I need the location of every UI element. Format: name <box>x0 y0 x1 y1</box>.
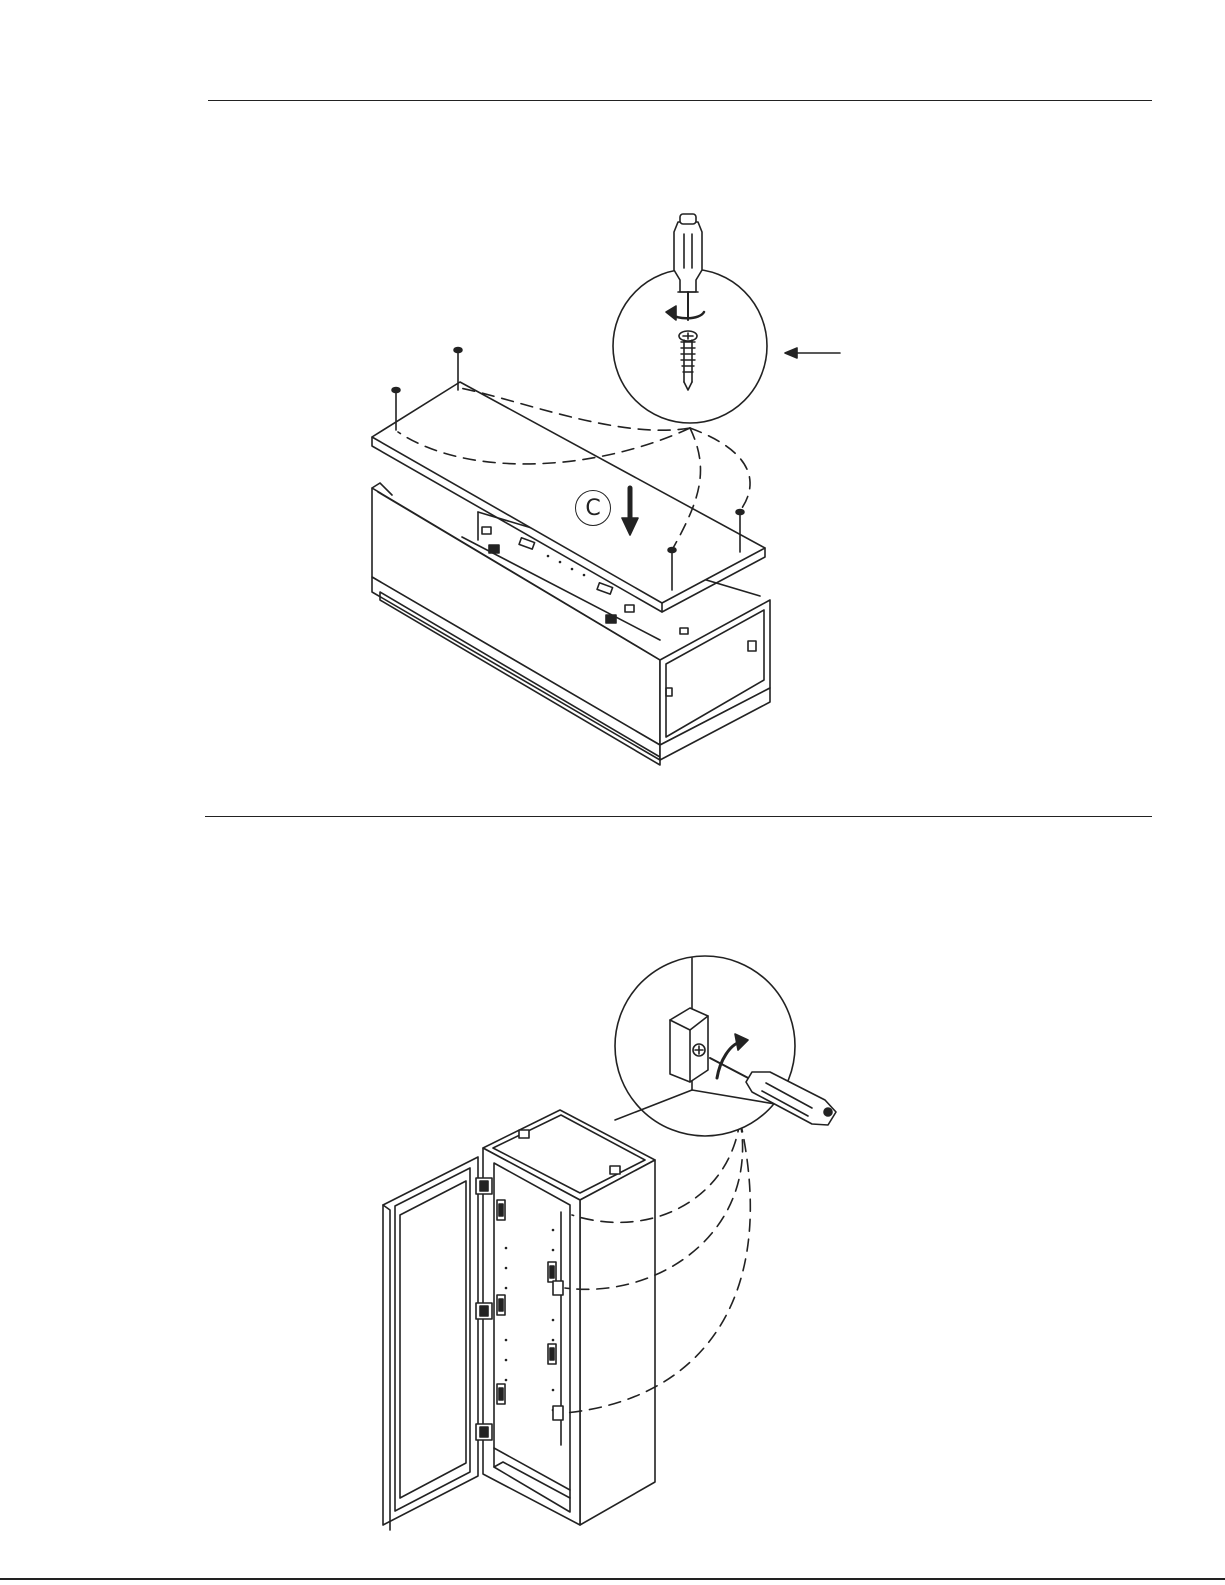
magnifier-detail <box>615 956 795 1136</box>
arrow-left-icon <box>785 348 840 358</box>
upright-cabinet <box>483 1110 655 1525</box>
part-label-c: C <box>575 490 611 526</box>
cabinet-door <box>383 1157 492 1530</box>
magnifier-detail <box>613 214 767 423</box>
cam-lock-icon <box>670 1008 708 1082</box>
top-panel-assembly <box>372 214 840 765</box>
cabinet-cam-lock-assembly <box>383 956 836 1530</box>
